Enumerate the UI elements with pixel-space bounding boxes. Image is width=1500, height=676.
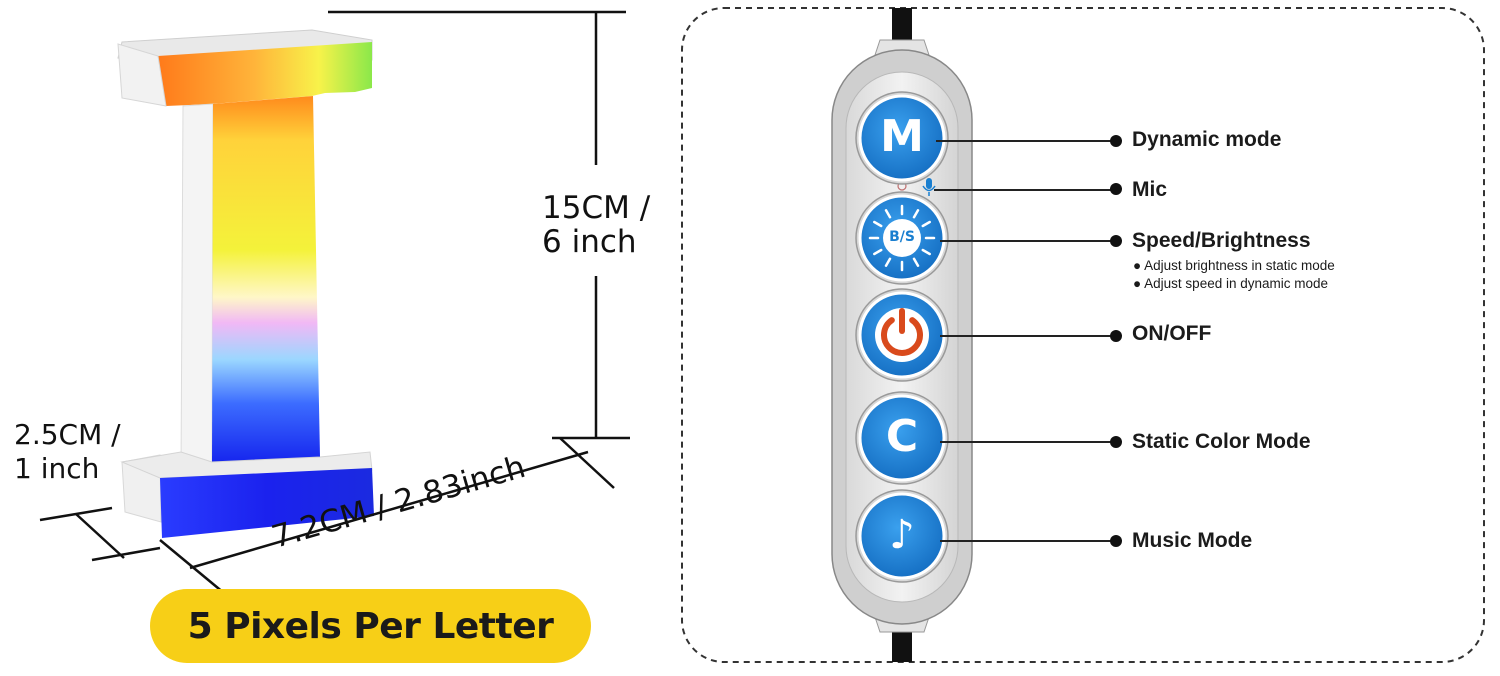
callout-dot-dynamic <box>1110 135 1122 147</box>
remote-button-m[interactable] <box>855 91 949 185</box>
callout-line-dynamic <box>936 140 1114 142</box>
remote-button-c[interactable] <box>855 391 949 485</box>
label-static-color-mode: Static Color Mode <box>1132 430 1311 453</box>
remote-button-music-note[interactable] <box>855 489 949 583</box>
callout-line-mic <box>934 189 1114 191</box>
callout-dot-power <box>1110 330 1122 342</box>
m-icon: M <box>880 110 924 162</box>
height-dimension: 15CM / 6 inch <box>542 190 651 260</box>
note-static-brightness: ● Adjust brightness in static mode <box>1133 258 1335 273</box>
label-mic: Mic <box>1132 178 1168 201</box>
callout-dot-mic <box>1110 183 1122 195</box>
remote-button-power[interactable] <box>855 288 949 382</box>
label-dynamic-mode: Dynamic mode <box>1132 128 1282 151</box>
pixels-badge: 5 Pixels Per Letter <box>150 589 591 663</box>
label-on-off: ON/OFF <box>1132 322 1212 345</box>
note-dynamic-speed: ● Adjust speed in dynamic mode <box>1133 276 1329 291</box>
sun-icon <box>868 204 936 272</box>
label-speed-brightness: Speed/Brightness <box>1132 229 1311 252</box>
callout-line-music <box>940 540 1114 542</box>
remote-frame <box>681 7 1485 663</box>
depth-dimension: 2.5CM / 1 inch <box>14 418 121 485</box>
callout-line-power <box>940 335 1114 337</box>
sun-icon: B/S <box>889 229 915 246</box>
callout-dot-music <box>1110 535 1122 547</box>
music-note-icon: ♪ <box>889 512 915 559</box>
callout-dot-static <box>1110 436 1122 448</box>
mic-icon <box>922 178 936 196</box>
power-icon <box>875 308 929 362</box>
c-icon: C <box>885 410 919 462</box>
callout-dot-speed <box>1110 235 1122 247</box>
callout-line-static <box>940 441 1114 443</box>
label-music-mode: Music Mode <box>1132 529 1253 552</box>
letter-i-lamp <box>117 29 374 538</box>
remote-button-sun[interactable] <box>855 191 949 285</box>
pixels-badge-text: 5 Pixels Per Letter <box>187 605 554 647</box>
dimension-lines <box>39 10 630 599</box>
callout-line-speed <box>940 240 1114 242</box>
